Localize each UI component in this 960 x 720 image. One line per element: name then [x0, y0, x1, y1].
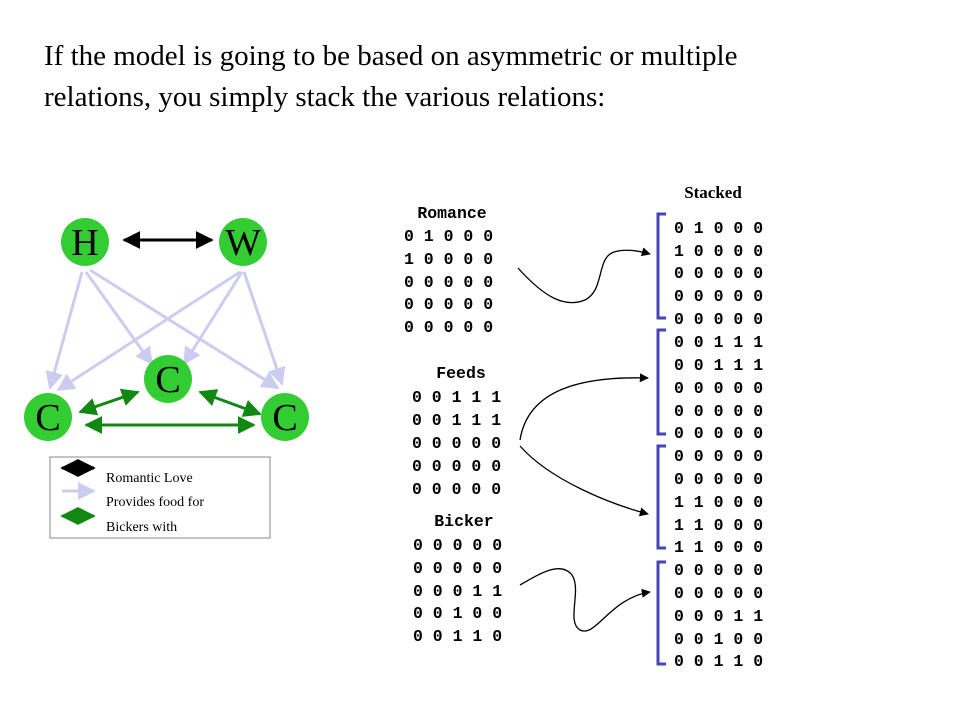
stacked-block-4: 0 0 0 0 0 0 0 0 0 0 0 0 0 1 1 0 0 1 0 0 … [656, 560, 763, 671]
node-c-left-label: C [35, 397, 60, 439]
stacked-row: 1 1 0 0 0 [674, 493, 763, 512]
feeds-edges [45, 268, 286, 392]
matrix-row: 0 0 0 0 0 [404, 273, 493, 292]
node-c-top: C [144, 355, 192, 403]
matrix-row: 1 0 0 0 0 [404, 250, 493, 269]
matrix-row: 0 0 1 0 0 [413, 604, 502, 623]
matrix-row: 0 0 0 0 0 [412, 480, 501, 499]
stacked-row: 0 0 1 1 0 [674, 652, 763, 671]
stacked-row: 0 0 0 0 0 [674, 310, 763, 329]
stacked-row: 1 1 0 0 0 [674, 516, 763, 535]
edge-w-c-top [182, 271, 244, 366]
node-h: H [61, 218, 109, 266]
stacked-row: 0 0 0 0 0 [674, 447, 763, 466]
stacked-row: 0 0 0 0 0 [674, 287, 763, 306]
stacked-row: 0 1 0 0 0 [674, 219, 763, 238]
stacked-row: 0 0 0 1 1 [674, 607, 763, 626]
stacked-row: 0 0 0 0 0 [674, 584, 763, 603]
matrix-row: 0 0 0 0 0 [412, 434, 501, 453]
matrix-row: 0 1 0 0 0 [404, 227, 493, 246]
stacked-block-2: 0 0 1 1 1 0 0 1 1 1 0 0 0 0 0 0 0 0 0 0 … [656, 328, 763, 443]
legend-label-romance: Romantic Love [106, 471, 193, 486]
node-c-right: C [261, 393, 309, 441]
matrix-feeds-title: Feeds [436, 364, 486, 383]
node-w: W [219, 218, 267, 266]
edge-c-top-c-right [198, 389, 262, 417]
stacked-row: 0 0 0 0 0 [674, 561, 763, 580]
stacked-row: 1 1 0 0 0 [674, 538, 763, 557]
matrix-feeds: Feeds 0 0 1 1 1 0 0 1 1 1 0 0 0 0 0 0 0 … [412, 364, 501, 499]
matrix-row: 0 0 1 1 0 [413, 627, 502, 646]
title-line-1: If the model is going to be based on asy… [44, 40, 738, 72]
matrix-row: 0 0 0 0 0 [413, 536, 502, 555]
legend: Romantic Love Provides food for Bickers … [49, 456, 271, 539]
edge-h-c-left [45, 271, 84, 390]
edge-c-left-c-top [78, 388, 140, 416]
stacked-block-3: 0 0 0 0 0 0 0 0 0 0 1 1 0 0 0 1 1 0 0 0 … [656, 444, 763, 557]
stacked-block-1: 0 1 0 0 0 1 0 0 0 0 0 0 0 0 0 0 0 0 0 0 … [656, 212, 763, 329]
connector-bicker [519, 568, 651, 632]
node-c-left: C [24, 393, 72, 441]
node-c-right-label: C [272, 397, 297, 439]
edge-h-c-top [84, 271, 154, 366]
matrix-row: 0 0 0 1 1 [413, 582, 502, 601]
legend-label-bicker: Bickers with [106, 520, 177, 535]
matrix-row: 0 0 0 0 0 [404, 318, 493, 337]
node-h-label: H [71, 222, 98, 264]
matrix-romance: Romance 0 1 0 0 0 1 0 0 0 0 0 0 0 0 0 0 … [404, 204, 493, 337]
node-c-top-label: C [155, 359, 180, 401]
matrix-row: 0 0 1 1 1 [412, 388, 501, 407]
matrix-bicker-title: Bicker [434, 512, 493, 531]
stacked-row: 0 0 1 1 1 [674, 333, 763, 352]
title-line-2: relations, you simply stack the various … [44, 81, 606, 113]
stack-connectors [517, 247, 651, 632]
matrix-row: 0 0 1 1 1 [412, 411, 501, 430]
stacked-row: 0 0 1 0 0 [674, 630, 763, 649]
matrix-bicker: Bicker 0 0 0 0 0 0 0 0 0 0 0 0 0 1 1 0 0… [413, 512, 502, 646]
stacked-row: 0 0 0 0 0 [674, 424, 763, 443]
connector-romance [517, 247, 651, 304]
stacked-row: 0 0 1 1 1 [674, 356, 763, 375]
edge-h-c-right [89, 268, 280, 390]
connector-feeds-2 [519, 445, 649, 517]
matrix-row: 0 0 0 0 0 [413, 559, 502, 578]
stacked-row: 0 0 0 0 0 [674, 470, 763, 489]
edge-w-c-right [242, 271, 286, 386]
stacked-row: 1 0 0 0 0 [674, 242, 763, 261]
matrix-row: 0 0 0 0 0 [404, 295, 493, 314]
legend-label-feeds: Provides food for [106, 495, 204, 510]
matrix-row: 0 0 0 0 0 [412, 457, 501, 476]
node-w-label: W [225, 222, 261, 264]
stacked-row: 0 0 0 0 0 [674, 379, 763, 398]
edge-w-c-left [56, 270, 241, 392]
stacked-row: 0 0 0 0 0 [674, 264, 763, 283]
bicker-edges [78, 388, 262, 434]
matrix-romance-title: Romance [417, 204, 486, 223]
slide-title: If the model is going to be based on asy… [44, 36, 924, 118]
stacked-title: Stacked [684, 183, 742, 202]
stacked-row: 0 0 0 0 0 [674, 402, 763, 421]
connector-feeds-1 [519, 373, 649, 441]
